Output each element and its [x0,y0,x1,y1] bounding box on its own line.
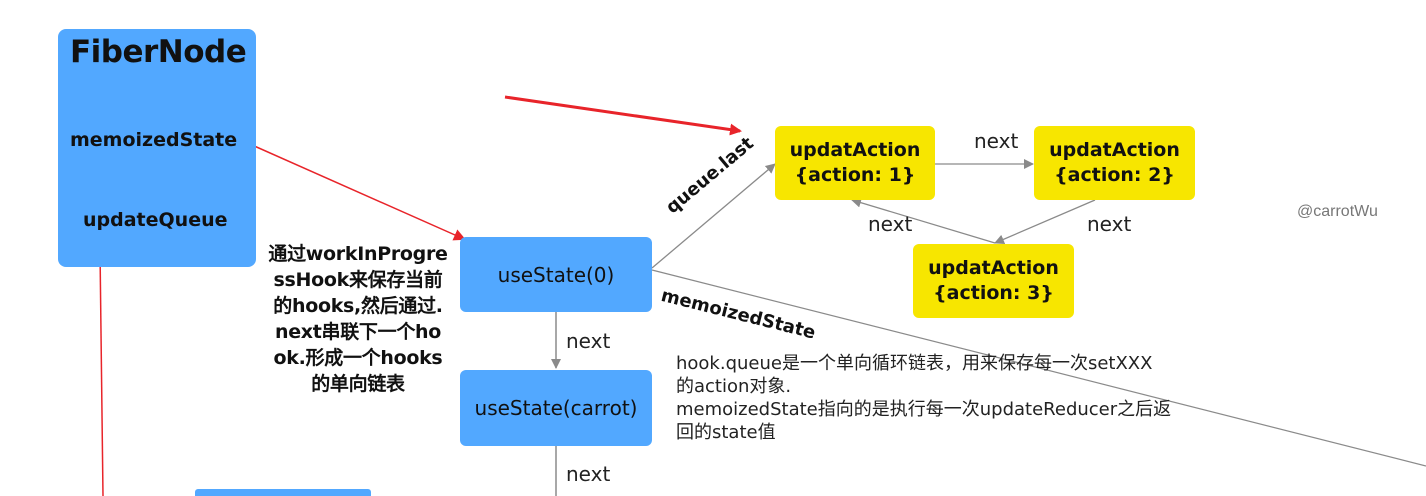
update-next-arrow-3 [851,197,996,244]
fiber-node-box [58,29,256,267]
description-line: 回的state值 [676,422,776,443]
update-next-label: next [974,129,1019,153]
note-line: next串联下一个ho [274,321,442,343]
update-next-label: next [1087,212,1132,236]
update-action-payload: {action: 1} [794,164,916,186]
hook-next-label: next [566,462,611,486]
fiber-node-title: FiberNode [70,34,247,70]
update-next-label: next [868,212,913,236]
update-next-arrow-2 [994,199,1096,245]
fiber-field-memoized-state: memoizedState [70,129,238,151]
fiber-field-update-queue: updateQueue [83,209,228,231]
hook-node-usestate-0: useState(0) [460,237,652,312]
description-line: memoizedState指向的是执行每一次updateReducer之后返 [676,399,1172,420]
hooks-chain-note: 通过workInProgre ssHook来保存当前 的hooks,然后通过. … [258,241,458,397]
memoized-state-arrow [242,140,466,241]
update-action-2: updatAction {action: 2} [1034,126,1195,200]
note-line: 的单向链表 [311,373,405,395]
note-line: 通过workInProgre [268,243,448,265]
description-line: hook.queue是一个单向循环链表，用来保存每一次setXXX [676,353,1153,374]
update-action-1: updatAction {action: 1} [775,126,935,200]
hook-label: useState(0) [497,262,615,287]
update-action-title: updatAction [1049,139,1180,161]
hook-queue-description: hook.queue是一个单向循环链表，用来保存每一次setXXX 的actio… [676,352,1276,444]
update-action-3: updatAction {action: 3} [913,244,1074,318]
note-line: ok.形成一个hooks [273,347,443,369]
update-action-title: updatAction [928,257,1059,279]
hook-node-usestate-carrot: useState(carrot) [460,370,652,446]
next-node-partial [195,489,371,496]
memoized-state-line [651,269,1426,467]
note-line: 的hooks,然后通过. [273,295,443,317]
author-watermark: @carrotWu [1297,203,1378,220]
update-action-payload: {action: 2} [1054,164,1175,186]
update-action-payload: {action: 3} [933,282,1054,304]
pointer-arrow [504,95,742,136]
note-line: ssHook来保存当前 [273,269,443,291]
update-action-title: updatAction [789,139,921,161]
hook-label: useState(carrot) [474,396,638,420]
hook-next-label: next [566,329,611,353]
queue-last-arrow [651,163,776,269]
update-queue-line [99,249,104,496]
description-line: 的action对象. [676,376,792,397]
